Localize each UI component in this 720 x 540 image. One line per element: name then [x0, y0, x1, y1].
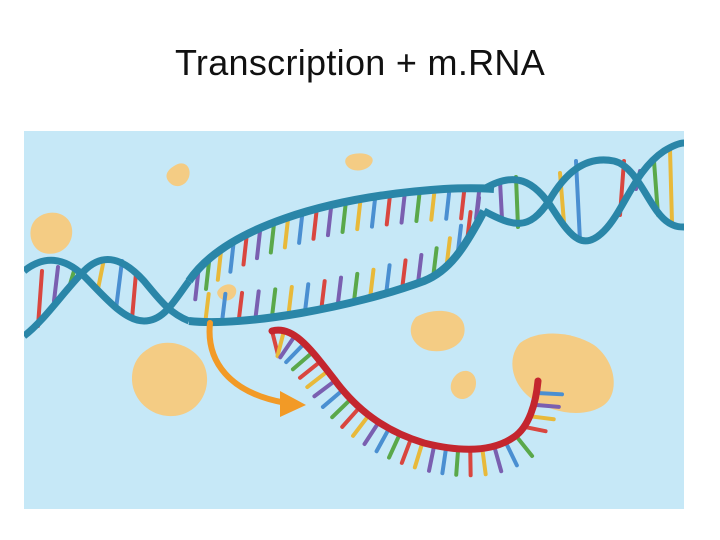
dna-top-base [384, 195, 392, 227]
dna-bottom-base [220, 291, 228, 321]
dna-bottom-base [303, 282, 311, 312]
illustration-svg [24, 131, 684, 509]
dna-top-base [369, 197, 377, 229]
nucleotide-blob [450, 370, 476, 400]
dna-bottom-base [416, 253, 424, 283]
dna-top-base [204, 259, 212, 291]
dna-top-base [459, 189, 467, 221]
arrow-shaft [206, 320, 289, 406]
dna-top-base [297, 213, 305, 245]
dna-helix-base [574, 159, 582, 243]
dna-helix-base [52, 265, 60, 303]
dna-bottom-base [319, 279, 327, 309]
mrna-base [480, 449, 488, 477]
dna-bottom-base [286, 285, 294, 315]
mrna-base [312, 380, 335, 399]
mrna-base [412, 443, 424, 470]
transcription-illustration [24, 131, 684, 509]
dna-top-base [268, 223, 276, 255]
dna-top-base [325, 206, 333, 238]
illustration-background [24, 131, 684, 509]
dna-helix-base [498, 179, 504, 221]
dna-right-strand-a [482, 139, 684, 245]
dna-helix-base [130, 271, 138, 321]
dna-bottom-base [336, 275, 344, 305]
mrna-base [284, 343, 305, 365]
dna-bottom-base [237, 290, 245, 320]
dna-template-top-strand [185, 184, 495, 284]
dna-bottom-base [352, 271, 360, 301]
mrna-base [374, 429, 390, 454]
dna-top-base [340, 202, 348, 234]
dna-top-base [444, 189, 452, 221]
dna-top-base [241, 235, 249, 267]
dna-top-base [193, 270, 201, 302]
dna-top-base [355, 200, 363, 232]
mrna-bases [270, 331, 565, 478]
nucleotide-blob [132, 342, 208, 417]
mrna-base [290, 352, 313, 372]
dna-top-base [282, 218, 290, 250]
mrna-base [330, 399, 351, 420]
dna-double-helix [24, 139, 684, 339]
dna-bottom-base [431, 246, 439, 276]
dna-top-base [228, 242, 236, 274]
mrna-base [427, 446, 436, 473]
dna-bottom-base [368, 267, 376, 297]
dna-top-base [414, 192, 422, 224]
mrna-base [362, 422, 380, 447]
arrow-head [280, 391, 306, 417]
dna-helix-base [514, 175, 520, 229]
dna-helix-base [668, 147, 674, 225]
mrna-base [534, 403, 561, 409]
dna-top-base [399, 193, 407, 225]
mrna-base [305, 370, 328, 390]
transcription-direction-arrow [206, 320, 306, 417]
mrna-base [320, 390, 343, 409]
dna-top-base [254, 229, 262, 261]
dna-bottom-base [400, 258, 408, 288]
mrna-base [492, 447, 504, 474]
nucleotide-blob [410, 310, 465, 352]
nucleotide-blob [345, 153, 373, 171]
mrna-base [454, 449, 460, 477]
dna-top-base [215, 250, 223, 282]
dna-top-base [429, 190, 437, 222]
dna-bottom-base [444, 236, 452, 266]
mrna-base [537, 391, 565, 397]
dna-helix-base [114, 259, 124, 311]
mrna-base [399, 439, 412, 465]
mrna-base [440, 448, 448, 476]
dna-bottom-base [203, 292, 211, 322]
dna-top-base [311, 209, 319, 241]
dna-helix-base [96, 257, 106, 291]
mrna-base [351, 415, 370, 438]
mrna-base [524, 425, 548, 434]
mrna-base [275, 331, 286, 358]
slide-title: Transcription + m.RNA [174, 42, 546, 83]
dna-left-strand-b [24, 256, 191, 339]
mrna-base [515, 436, 535, 458]
mrna-backbone [268, 326, 542, 453]
mrna-base [340, 407, 360, 429]
nucleotide-blob [166, 163, 190, 187]
dna-right-strand-b [482, 156, 684, 231]
dna-template-bottom-strand [188, 209, 488, 327]
nucleotide-blob [30, 212, 73, 254]
dna-bottom-base [253, 289, 261, 319]
mrna-base [530, 414, 556, 422]
mrna-base [298, 361, 320, 380]
dna-helix-base [36, 269, 44, 328]
mrna-base [278, 336, 296, 360]
dna-bottom-base [384, 263, 392, 293]
mrna-base [387, 434, 401, 460]
mrna-base [504, 442, 519, 468]
dna-bottom-base [270, 287, 278, 317]
